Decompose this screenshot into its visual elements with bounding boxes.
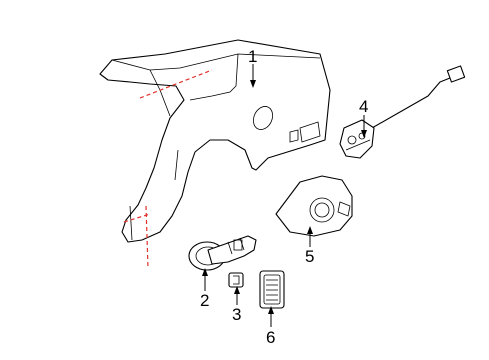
callout-3: 3	[232, 305, 241, 324]
callout-2: 2	[200, 291, 209, 310]
vent-grille-part	[259, 270, 285, 309]
callout-1: 1	[248, 47, 257, 66]
callout-6: 6	[266, 328, 275, 347]
callout-4: 4	[359, 97, 368, 116]
clip-part	[228, 272, 244, 288]
fuel-door-part	[188, 235, 257, 271]
filler-housing-part	[275, 175, 353, 237]
quarter-panel-part	[99, 39, 331, 269]
callout-5: 5	[305, 247, 314, 266]
